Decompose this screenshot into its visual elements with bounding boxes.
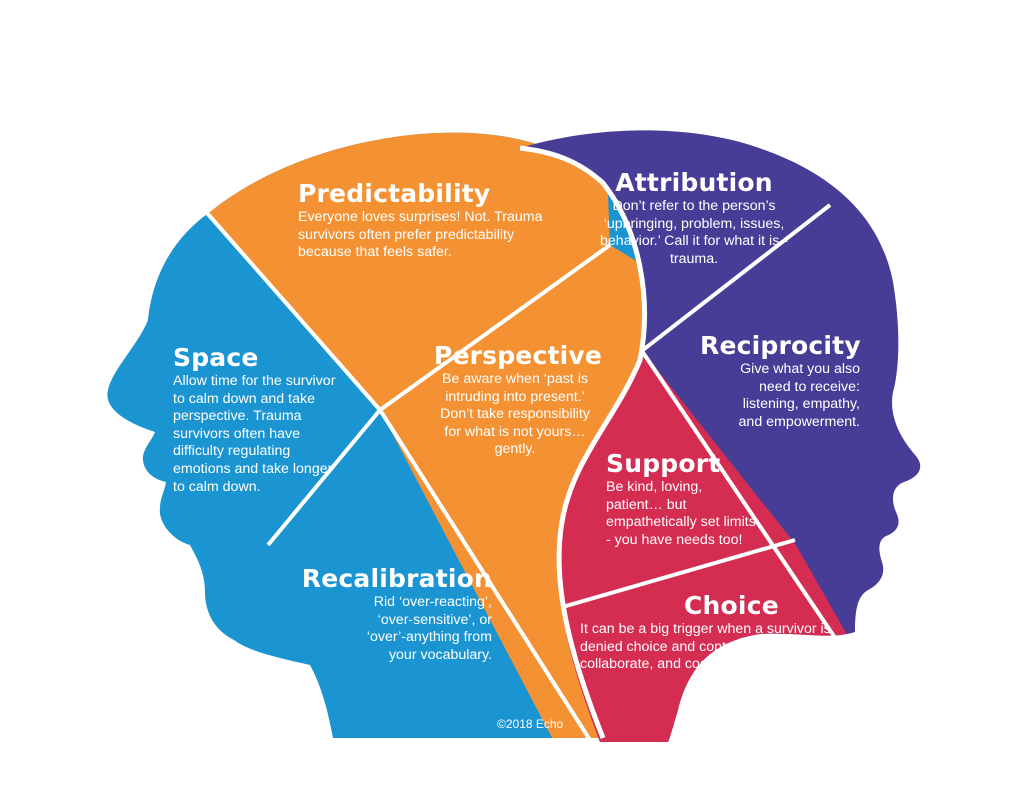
predictability-title: Predictability: [298, 179, 491, 208]
perspective-text: Be aware when ‘past is intruding into pr…: [440, 371, 590, 458]
attribution-segment: Attribution Don’t refer to the person’s …: [594, 169, 794, 268]
support-title: Support: [606, 449, 721, 478]
reciprocity-text: Give what you also need to receive: list…: [738, 361, 860, 430]
choice-title: Choice: [684, 591, 779, 620]
support-segment: Support Be kind, loving, patient… but em…: [606, 450, 766, 549]
space-text: Allow time for the survivor to calm down…: [173, 373, 336, 495]
recalibration-segment: Recalibration Rid ‘over-reacting’, ‘over…: [290, 565, 492, 664]
recalibration-title: Recalibration: [301, 564, 492, 593]
attribution-text: Don’t refer to the person’s ‘upbringing,…: [600, 198, 788, 267]
recalibration-text: Rid ‘over-reacting’, ‘over-sensitive’, o…: [366, 594, 492, 663]
predictability-region: [200, 132, 610, 410]
perspective-title: Perspective: [433, 341, 603, 370]
copyright-text: ©2018 Echo: [497, 717, 564, 731]
choice-segment: Choice It can be a big trigger when a su…: [580, 592, 850, 674]
support-text: Be kind, loving, patient… but empathetic…: [606, 479, 756, 548]
reciprocity-segment: Reciprocity Give what you also need to r…: [700, 331, 861, 431]
head-divider: [519, 145, 647, 739]
attribution-title: Attribution: [615, 168, 773, 197]
choice-text: It can be a big trigger when a survivor …: [580, 621, 831, 673]
space-segment: Space Allow time for the survivor to cal…: [173, 344, 351, 496]
predictability-text: Everyone loves surprises! Not. Trauma su…: [298, 209, 543, 261]
reciprocity-title: Reciprocity: [700, 331, 861, 360]
space-title: Space: [173, 343, 259, 372]
perspective-segment: Perspective Be aware when ‘past is intru…: [428, 342, 608, 459]
predictability-segment: Predictability Everyone loves surprises!…: [298, 180, 578, 262]
